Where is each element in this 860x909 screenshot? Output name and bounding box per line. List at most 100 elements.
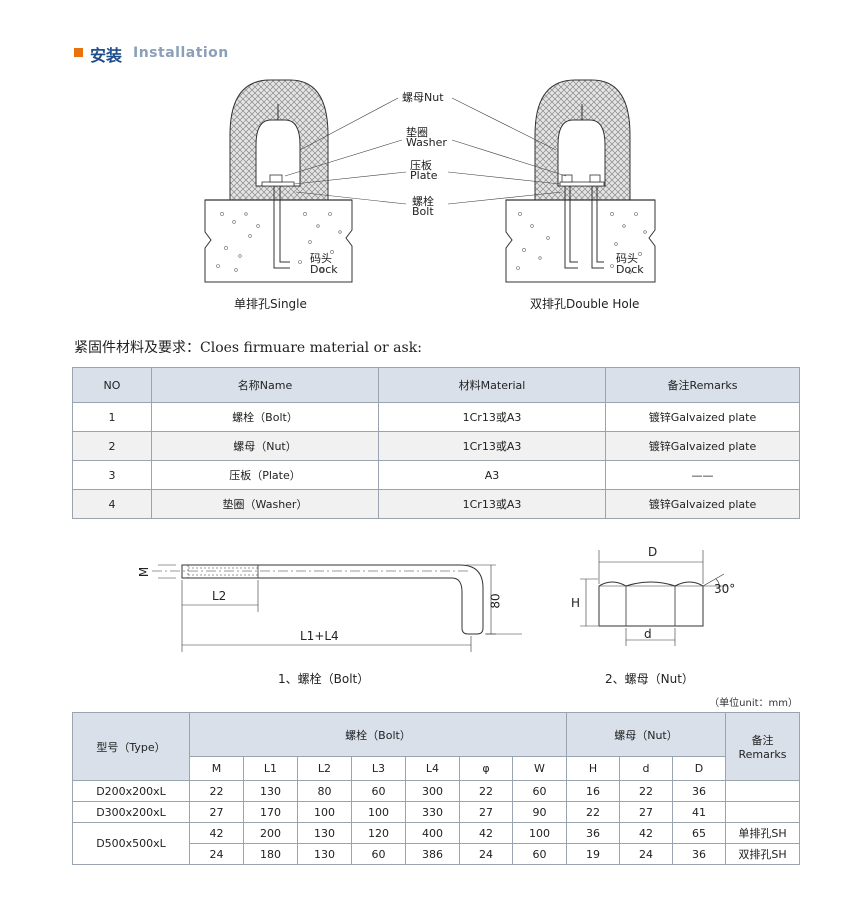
label-dock-cn-double: 码头 [616, 252, 638, 265]
cell-value: 180 [243, 843, 298, 865]
cell-remarks: 镀锌Galvaized plate [605, 489, 800, 519]
table-row: 3 压板（Plate） A3 —— [72, 460, 800, 490]
cell-remark [725, 780, 800, 802]
cell-no: 3 [72, 460, 152, 490]
cell-value: 27 [619, 801, 673, 823]
cell-value: 400 [405, 822, 460, 844]
cell-type: D200x200xL [72, 780, 190, 802]
cell-value: 42 [459, 822, 513, 844]
nut-drawing [580, 550, 728, 646]
materials-table: NO 名称Name 材料Material 备注Remarks 1 螺栓（Bolt… [72, 367, 800, 519]
cell-value: 27 [189, 801, 244, 823]
bolt-caption: 1、螺栓（Bolt） [278, 672, 370, 686]
section-title-cn: 安装 [90, 46, 123, 65]
bolt-dim-l1l4: L1+L4 [300, 629, 339, 643]
nut-dim-h: H [571, 596, 581, 610]
label-washer-cn: 垫圈 [406, 126, 428, 139]
cell-value: 65 [672, 822, 726, 844]
cell-remarks: 镀锌Galvaized plate [605, 431, 800, 461]
cell-value: 100 [297, 801, 352, 823]
header-remarks: 备注 Remarks [725, 712, 800, 781]
cell-value: 300 [405, 780, 460, 802]
label-nut-single: 螺母Nut [402, 91, 444, 104]
header-nut: 螺母（Nut） [566, 712, 726, 757]
cell-name: 螺栓（Bolt） [151, 402, 379, 432]
cell-type: D500x500xL [72, 822, 190, 865]
cell-value: 130 [297, 822, 352, 844]
cell-value: 130 [243, 780, 298, 802]
table-row: 2 螺母（Nut） 1Cr13或A3 镀锌Galvaized plate [72, 431, 800, 461]
cell-value: 170 [243, 801, 298, 823]
cell-value: 200 [243, 822, 298, 844]
spec-subheader-row: M L1 L2 L3 L4 φ W H d D [73, 756, 800, 781]
sub-header-d-small: d [619, 756, 673, 781]
cell-material: 1Cr13或A3 [378, 489, 606, 519]
label-bolt-cn: 螺栓 [412, 195, 434, 208]
bolt-dim-l2: L2 [212, 589, 227, 603]
section-title-en: Installation [133, 45, 229, 61]
cell-value: 80 [297, 780, 352, 802]
cell-value: 36 [672, 780, 726, 802]
spec-header-row: 型号（Type） 螺栓（Bolt） 螺母（Nut） 备注 Remarks [72, 712, 800, 781]
cell-value: 90 [512, 801, 567, 823]
sub-header-l2: L2 [297, 756, 352, 781]
cell-value: 100 [351, 801, 406, 823]
cell-remarks: 镀锌Galvaized plate [605, 402, 800, 432]
label-dock-en-double: Dock [616, 263, 644, 276]
header-bolt: 螺栓（Bolt） [189, 712, 567, 757]
cell-value: 41 [672, 801, 726, 823]
cell-value: 60 [512, 780, 567, 802]
caption-double: 双排孔Double Hole [530, 297, 640, 311]
cell-value: 22 [619, 780, 673, 802]
cell-value: 386 [405, 843, 460, 865]
cell-value: 42 [189, 822, 244, 844]
spec-table: 型号（Type） 螺栓（Bolt） 螺母（Nut） 备注 Remarks M L… [72, 712, 800, 865]
bolt-drawing [152, 564, 522, 652]
cell-value: 24 [189, 843, 244, 865]
label-dock-cn-single: 码头 [310, 252, 332, 265]
label-dock-en-single: Dock [310, 263, 338, 276]
cell-name: 压板（Plate） [151, 460, 379, 490]
cell-value: 19 [566, 843, 620, 865]
cell-value: 22 [459, 780, 513, 802]
cell-value: 130 [297, 843, 352, 865]
sub-header-l1: L1 [243, 756, 298, 781]
label-bolt-en: Bolt [412, 205, 434, 218]
cell-remark: 双排孔SH [725, 843, 800, 865]
cell-value: 22 [189, 780, 244, 802]
header-remarks: 备注Remarks [605, 367, 800, 403]
table-row: D300x200xL 27 170 100 100 330 27 90 22 2… [72, 801, 800, 823]
cell-value: 16 [566, 780, 620, 802]
nut-angle: 30° [714, 582, 736, 596]
cell-material: 1Cr13或A3 [378, 402, 606, 432]
double-installation-drawing [447, 79, 656, 283]
header-remarks-en: Remarks [738, 748, 787, 761]
sub-header-l4: L4 [405, 756, 460, 781]
cell-value: 100 [512, 822, 567, 844]
header-type: 型号（Type） [72, 712, 190, 781]
cell-value: 42 [619, 822, 673, 844]
cell-no: 1 [72, 402, 152, 432]
cell-value: 120 [351, 822, 406, 844]
cell-value: 24 [459, 843, 513, 865]
cell-remarks: —— [605, 460, 800, 490]
sub-header-w: W [512, 756, 567, 781]
bolt-dim-m: M [137, 566, 152, 578]
section-marker [74, 48, 83, 57]
unit-note: （单位unit：mm） [709, 698, 798, 709]
cell-value: 27 [459, 801, 513, 823]
single-installation-drawing [204, 79, 407, 283]
table-row: D500x500xL 42 200 130 120 400 42 100 36 … [72, 822, 800, 865]
label-plate-cn: 压板 [410, 159, 432, 172]
table-row: 24 180 130 60 386 24 60 19 24 36 双排孔SH [73, 843, 800, 865]
sub-header-phi: φ [459, 756, 513, 781]
table-row: D200x200xL 22 130 80 60 300 22 60 16 22 … [72, 780, 800, 802]
nut-dim-d-upper: D [648, 545, 658, 559]
cell-material: A3 [378, 460, 606, 490]
cell-value: 60 [351, 843, 406, 865]
cell-no: 2 [72, 431, 152, 461]
table-row: 1 螺栓（Bolt） 1Cr13或A3 镀锌Galvaized plate [72, 402, 800, 432]
label-washer-en: Washer [406, 136, 447, 149]
cell-value: 36 [672, 843, 726, 865]
